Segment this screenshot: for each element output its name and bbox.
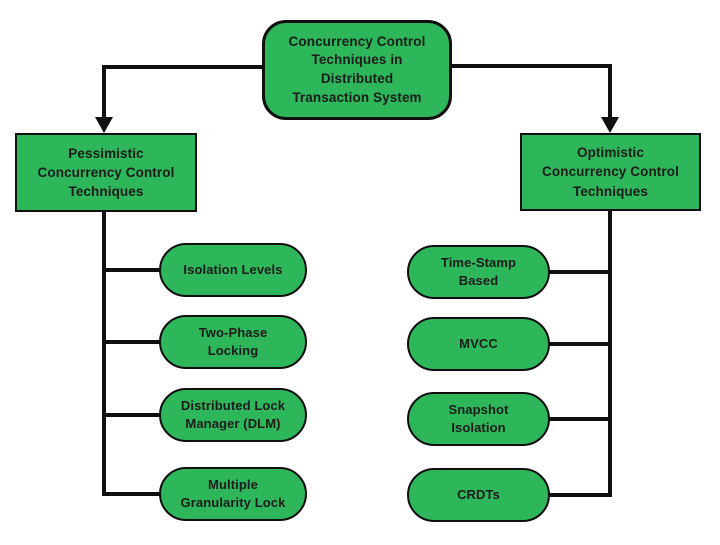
node-label-line: Isolation Levels	[183, 261, 283, 277]
node-label-line: Based	[458, 273, 499, 288]
node-label-line: Isolation	[451, 420, 506, 435]
leaf-node-two-phase-locking: Two-Phase Locking	[159, 315, 307, 369]
node-label-line: Techniques	[572, 183, 648, 199]
node-label-line: Time-Stamp	[440, 254, 517, 270]
node-label-line: Distributed	[320, 71, 394, 86]
root-node: Concurrency Control Techniques in Distri…	[262, 20, 452, 120]
node-label-line: Concurrency Control	[288, 33, 426, 49]
node-label-line: CRDTs	[457, 486, 500, 502]
branch-node-optimistic: Optimistic Concurrency Control Technique…	[520, 133, 701, 211]
leaf-node-snapshot-isolation: Snapshot Isolation	[407, 392, 550, 446]
leaf-node-isolation-levels: Isolation Levels	[159, 243, 307, 297]
node-label-line: Concurrency Control	[37, 164, 175, 180]
node-label-line: Two-Phase	[198, 324, 268, 340]
node-label-line: Manager (DLM)	[185, 416, 281, 431]
leaf-node-time-stamp-based: Time-Stamp Based	[407, 245, 550, 299]
node-label-line: Concurrency Control	[542, 164, 679, 180]
branch-node-pessimistic: Pessimistic Concurrency Control Techniqu…	[15, 133, 197, 212]
leaf-node-mvcc: MVCC	[407, 317, 550, 371]
node-label-line: Techniques in	[311, 52, 403, 68]
edge-root-to-left-branch	[102, 65, 264, 121]
node-label-line: Multiple	[208, 476, 258, 492]
connector-elbows	[102, 64, 612, 497]
node-label-line: MVCC	[459, 335, 498, 351]
leaf-node-crdts: CRDTs	[407, 468, 550, 522]
edge-root-to-right-branch	[450, 64, 612, 121]
leaf-node-multiple-granularity-lock: Multiple Granularity Lock	[159, 467, 307, 521]
node-label-line: Techniques	[68, 184, 144, 200]
node-label-line: Optimistic	[576, 145, 644, 161]
node-label-line: Granularity Lock	[180, 495, 286, 510]
arrowhead-left	[95, 117, 113, 133]
arrowhead-right	[601, 117, 619, 133]
node-label-line: Transaction System	[292, 89, 422, 105]
arrowheads	[95, 117, 619, 133]
node-label-line: Locking	[207, 343, 259, 358]
node-label-line: Distributed Lock	[180, 397, 286, 413]
leaf-node-distributed-lock-manager: Distributed Lock Manager (DLM)	[159, 388, 307, 442]
node-label-line: Pessimistic	[68, 145, 144, 161]
node-label-line: Snapshot	[448, 401, 509, 417]
